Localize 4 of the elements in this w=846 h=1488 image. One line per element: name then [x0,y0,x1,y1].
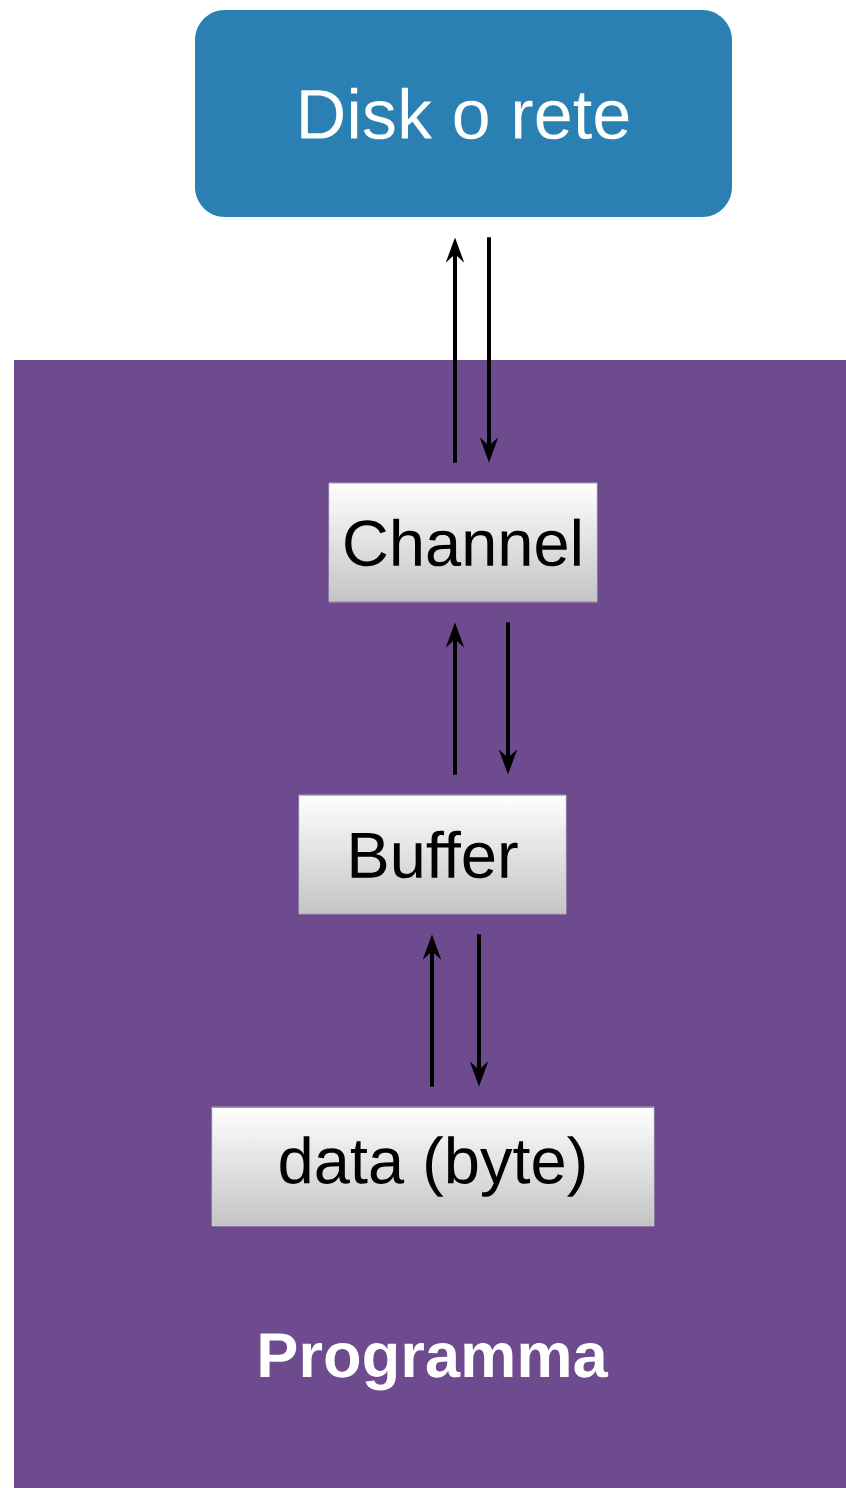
rounded-box: Disk o rete [195,10,732,217]
process-box: Channel [328,482,598,603]
process-box: data (byte) [211,1106,655,1227]
process-box: Buffer [298,794,567,915]
